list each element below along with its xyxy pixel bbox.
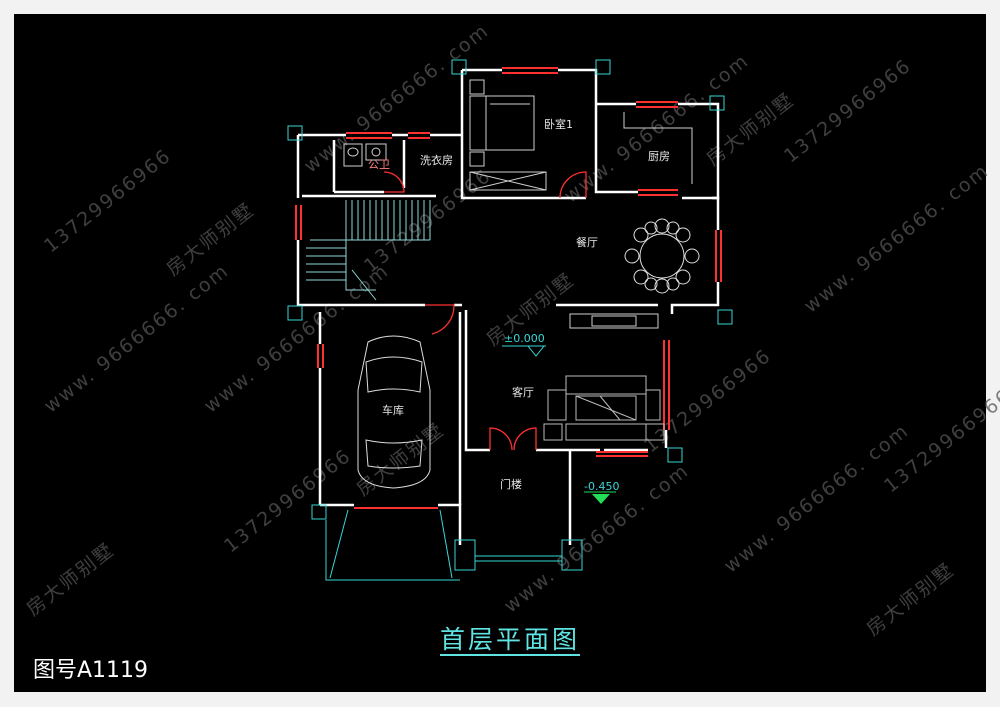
elevation-markers	[502, 345, 616, 504]
sofa-set	[543, 375, 665, 441]
walls	[296, 68, 720, 545]
staircase	[306, 200, 431, 301]
bathroom-fixtures	[343, 143, 387, 167]
dining-table	[624, 218, 700, 294]
cad-canvas	[14, 14, 986, 692]
room-label-kitchen: 厨房	[648, 150, 670, 163]
columns	[287, 59, 733, 581]
floor-elevation-label: ±0.000	[504, 332, 545, 345]
room-label-bathroom: 公卫	[368, 158, 390, 171]
title-underline	[440, 654, 580, 656]
room-label-garage: 车库	[382, 404, 404, 417]
room-label-dining: 餐厅	[576, 236, 598, 249]
room-label-laundry: 洗衣房	[420, 154, 453, 167]
drawing-title: 首层平面图	[440, 625, 581, 654]
kitchen-counter	[623, 112, 693, 184]
doors	[383, 171, 587, 451]
exterior-elevation-label: -0.450	[584, 480, 620, 493]
room-label-bedroom: 卧室1	[544, 118, 573, 131]
room-label-living: 客厅	[512, 386, 534, 399]
bed	[469, 79, 547, 191]
drawing-number: 图号A1119	[33, 658, 149, 683]
windows	[295, 67, 722, 509]
car	[357, 335, 431, 489]
room-label-entry: 门楼	[500, 478, 522, 491]
tv-cabinet	[569, 313, 659, 329]
